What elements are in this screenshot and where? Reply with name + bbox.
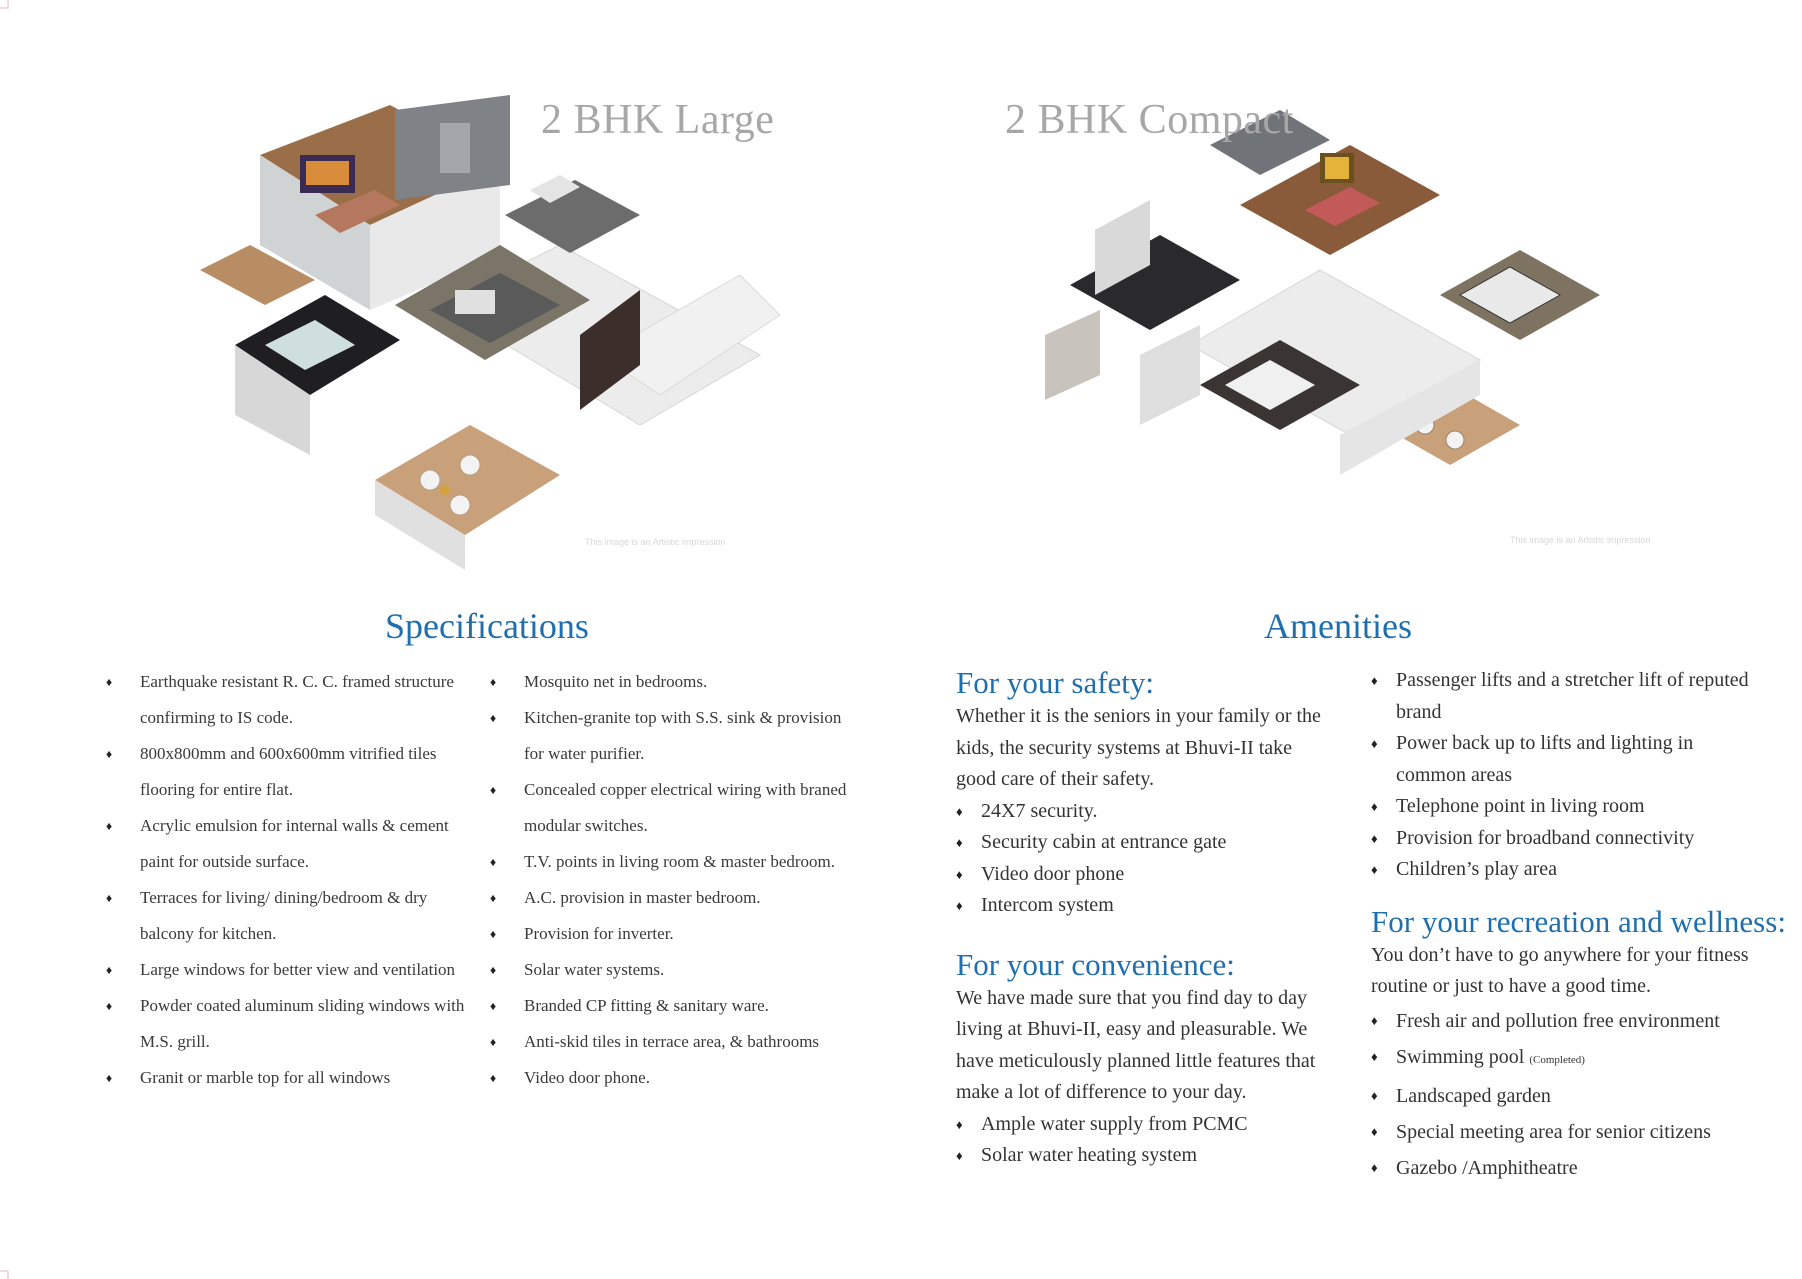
amenity-item: Special meeting area for senior citizens — [1371, 1114, 1766, 1150]
amenity-item: Security cabin at entrance gate — [956, 827, 1321, 859]
swimming-pool-label: Swimming pool — [1396, 1045, 1525, 1068]
amenities-heading: Amenities — [1264, 606, 1412, 646]
amenity-item: Fresh air and pollution free environment — [1371, 1003, 1766, 1039]
specifications-list-right: Mosquito net in bedrooms. Kitchen-granit… — [490, 664, 860, 1096]
floor-plan-2bhk-compact: This image is an Artistic impression — [1040, 95, 1670, 585]
spec-item: Concealed copper electrical wiring with … — [490, 772, 860, 844]
spec-item: Solar water systems. — [490, 952, 860, 988]
amenity-item: 24X7 security. — [956, 796, 1321, 828]
spec-item: A.C. provision in master bedroom. — [490, 880, 860, 916]
spec-item: 800x800mm and 600x600mm vitrified tiles … — [106, 736, 476, 808]
spec-item: Powder coated aluminum sliding windows w… — [106, 988, 476, 1060]
crop-mark-bottom-left — [0, 1270, 9, 1279]
general-amenities-list: Passenger lifts and a stretcher lift of … — [1371, 665, 1766, 886]
crop-mark-top-left — [0, 0, 9, 9]
swimming-pool-status: (Completed) — [1529, 1053, 1585, 1066]
plan-title-2bhk-compact: 2 BHK Compact — [1005, 97, 1294, 143]
plan-watermark: This image is an Artistic impression — [1510, 535, 1651, 545]
floor-plan-2bhk-large-illustration — [200, 95, 781, 570]
spec-item: Kitchen-granite top with S.S. sink & pro… — [490, 700, 860, 772]
safety-list: 24X7 security. Security cabin at entranc… — [956, 796, 1321, 922]
convenience-description: We have made sure that you find day to d… — [956, 986, 1316, 1104]
amenity-item: Landscaped garden — [1371, 1078, 1766, 1114]
amenity-item: Intercom system — [956, 890, 1321, 922]
amenity-item: Ample water supply from PCMC — [956, 1109, 1321, 1141]
floor-plan-2bhk-compact-illustration — [1045, 110, 1600, 475]
amenity-item: Gazebo /Amphitheatre — [1371, 1150, 1766, 1186]
specifications-list-left: Earthquake resistant R. C. C. framed str… — [106, 664, 476, 1096]
spec-item: Anti-skid tiles in terrace area, & bathr… — [490, 1024, 860, 1060]
specifications-heading: Specifications — [385, 606, 589, 646]
amenity-item: Solar water heating system — [956, 1140, 1321, 1172]
spec-item: Mosquito net in bedrooms. — [490, 664, 860, 700]
recreation-description: You don’t have to go anywhere for your f… — [1371, 943, 1749, 998]
amenity-item: Video door phone — [956, 859, 1321, 891]
recreation-list: Fresh air and pollution free environment… — [1371, 1003, 1766, 1186]
amenities-left-column: For your safety: Whether it is the senio… — [956, 665, 1321, 1172]
safety-title: For your safety: — [956, 665, 1155, 700]
spec-item: Video door phone. — [490, 1060, 860, 1096]
convenience-title: For your convenience: — [956, 946, 1235, 982]
plan-watermark: This image is an Artistic impression — [585, 537, 726, 547]
safety-description: Whether it is the seniors in your family… — [956, 705, 1321, 790]
amenity-item-swimming-pool: Swimming pool (Completed) — [1371, 1039, 1766, 1078]
recreation-title: For your recreation and wellness: — [1371, 903, 1786, 939]
spec-item: Branded CP fitting & sanitary ware. — [490, 988, 860, 1024]
convenience-list: Ample water supply from PCMC Solar water… — [956, 1109, 1321, 1172]
amenity-item: Children’s play area — [1371, 854, 1766, 886]
spec-item: Provision for inverter. — [490, 916, 860, 952]
amenities-right-column: Passenger lifts and a stretcher lift of … — [1371, 665, 1786, 1186]
spec-item: Large windows for better view and ventil… — [106, 952, 476, 988]
amenity-item: Provision for broadband connectivity — [1371, 823, 1766, 855]
spec-item: Terraces for living/ dining/bedroom & dr… — [106, 880, 476, 952]
spec-item: T.V. points in living room & master bedr… — [490, 844, 860, 880]
amenity-item: Telephone point in living room — [1371, 791, 1766, 823]
spec-item: Earthquake resistant R. C. C. framed str… — [106, 664, 476, 736]
amenity-item: Passenger lifts and a stretcher lift of … — [1371, 665, 1766, 728]
amenity-item: Power back up to lifts and lighting in c… — [1371, 728, 1766, 791]
spec-item: Granit or marble top for all windows — [106, 1060, 476, 1096]
spec-item: Acrylic emulsion for internal walls & ce… — [106, 808, 476, 880]
floor-plan-2bhk-large: This image is an Artistic impression — [140, 95, 820, 595]
plan-title-2bhk-large: 2 BHK Large — [541, 97, 775, 143]
